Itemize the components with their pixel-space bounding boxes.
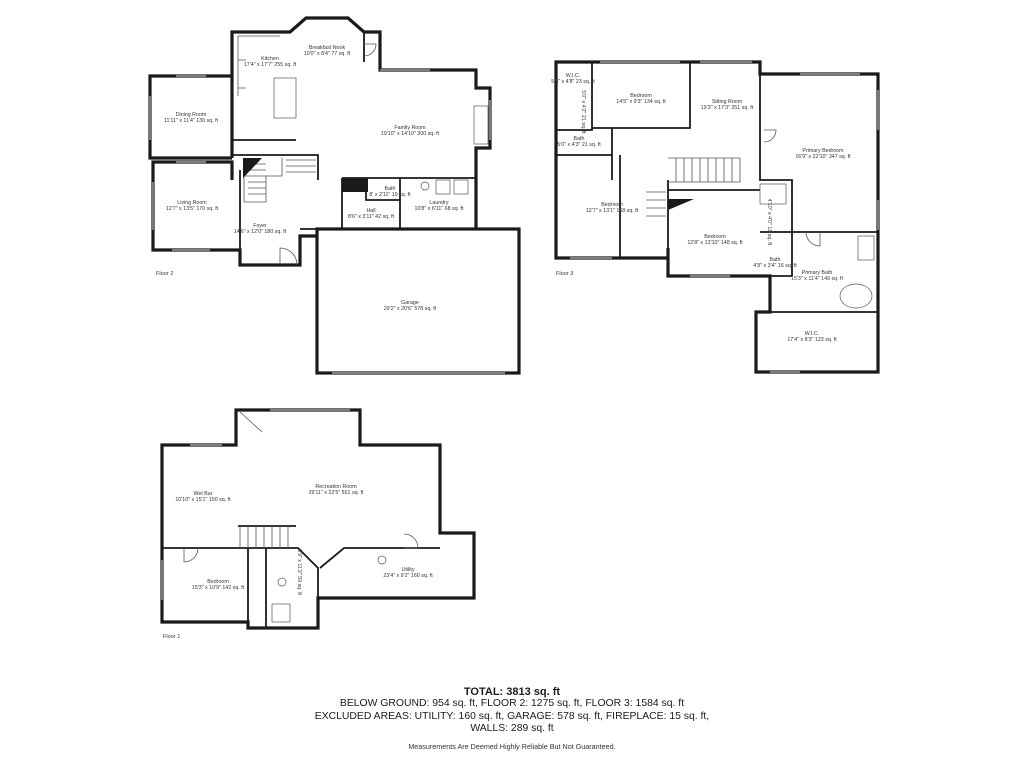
room-dimensions: 12'7" x 13'1" 168 sq. ft (586, 208, 639, 214)
room-name: Family Room (394, 125, 426, 131)
floor-2-label: Floor 2 (156, 271, 173, 277)
room-name: Bath (574, 136, 585, 142)
vertical-room-label: 5'0" x 4'2" 21 sq. ft (580, 90, 586, 134)
floor-1-windows (161, 409, 350, 600)
washer (435, 179, 451, 195)
room-name: Wet Bar (193, 491, 212, 497)
excluded-areas: EXCLUDED AREAS: UTILITY: 160 sq. ft, GAR… (314, 710, 710, 722)
room-name: Foyer (253, 223, 267, 229)
floor-2-interior-walls (232, 32, 476, 250)
room-dimensions: 17'4" x 8'3" 123 sq. ft (787, 337, 837, 343)
stair-landing (243, 158, 262, 178)
room-name: Bedroom (630, 93, 652, 99)
vertical-room-label: 4'10" x 4'0" 18 sq. ft (766, 199, 772, 246)
room-dimensions: 15'3" x 10'9" 142 sq. ft (192, 585, 245, 591)
room-name: Living Room (177, 200, 207, 206)
room-name: Hall (366, 208, 375, 214)
room-name: Sitting Room (712, 99, 743, 105)
room-dimensions: 4'9" x 3'4" 16 sq. ft (753, 263, 797, 269)
room-name: Bedroom (207, 579, 229, 585)
room-dimensions: 16'9" x 22'10" 347 sq. ft (795, 154, 851, 160)
room-dimensions: 14'6" x 12'0" 180 sq. ft (234, 229, 287, 235)
floor-2-windows (149, 69, 505, 374)
room-dimensions: 29'11" x 22'5" 551 sq. ft (309, 490, 364, 496)
fireplace (473, 105, 489, 145)
shower (759, 183, 787, 205)
floor-1-stairs (239, 411, 289, 548)
room-dimensions: 11'11" x 11'4" 130 sq. ft (164, 118, 219, 124)
room-name: Breakfast Nook (309, 45, 346, 51)
room-dimensions: 14'5" x 9'3" 134 sq. ft (616, 99, 666, 105)
room-dimensions: 5'0" x 4'3" 21 sq. ft (557, 142, 601, 148)
room-dimensions: 17'4" x 17'7" 255 sq. ft (244, 62, 297, 68)
sink (420, 181, 430, 191)
floor-3-stair-shaft (668, 199, 694, 210)
sink (277, 577, 287, 587)
room-name: Garage (401, 300, 419, 306)
tub (839, 283, 873, 309)
room-dimensions: 23'4" x 9'2" 160 sq. ft (383, 573, 433, 579)
floor-1-label: Floor 1 (163, 634, 180, 640)
room-name: Dining Room (176, 112, 207, 118)
floor-3-label: Floor 3 (556, 271, 573, 277)
room-dimensions: 19'10" x 14'10" 300 sq. ft (381, 131, 440, 137)
room-dimensions: 5'5" x 4'8" 23 sq. ft (551, 79, 595, 85)
room-dimensions: 10'8" x 6'11" 68 sq. ft (415, 206, 465, 212)
room-name: W.I.C. (805, 331, 819, 337)
room-name: Bedroom (704, 234, 726, 240)
room-dimensions: 12'7" x 13'5" 170 sq. ft (166, 206, 219, 212)
walls-area: WALLS: 289 sq. ft (470, 723, 554, 735)
room-dimensions: 12'8" x 13'10" 148 sq. ft (687, 240, 743, 246)
kitchen-island (273, 77, 297, 119)
shower (271, 603, 291, 623)
floor-areas: BELOW GROUND: 954 sq. ft, FLOOR 2: 1275 … (339, 698, 685, 710)
room-dimensions: 8'6" x 3'11" 42 sq. ft (348, 214, 395, 220)
room-name: Laundry (429, 200, 448, 206)
disclaimer: Measurements Are Deemed Highly Reliable … (408, 742, 616, 751)
water-heater (377, 555, 387, 565)
floor-3-interior-walls (556, 62, 878, 313)
room-name: Primary Bath (802, 270, 833, 276)
door-swing (279, 43, 377, 266)
room-name: W.I.C. (566, 73, 580, 79)
area-summary: TOTAL: 3813 sq. ft BELOW GROUND: 954 sq.… (262, 686, 762, 736)
room-name: Recreation Room (315, 484, 357, 490)
vertical-room-label: 6'9" x 11'2" 59 sq. ft (296, 549, 302, 596)
floor-3-windows (570, 61, 879, 373)
kitchen-counter (237, 35, 280, 96)
stair-shaft (342, 178, 368, 192)
room-name: Bedroom (601, 202, 623, 208)
room-name: Primary Bedroom (802, 148, 844, 154)
room-dimensions: 8' x 2'11" 19 sq. ft (369, 192, 411, 198)
room-dimensions: 19'3" x 17'3" 251 sq. ft (701, 105, 754, 111)
floor-1-plan (160, 408, 476, 630)
room-dimensions: 10'10" x 15'1" 150 sq. ft (175, 497, 231, 503)
room-dimensions: 10'0" x 8'4" 77 sq. ft (304, 51, 351, 57)
door-swing (763, 129, 821, 247)
floor-3-stairs (646, 157, 741, 217)
room-name: Kitchen (261, 56, 279, 62)
floor-2-plan (148, 16, 521, 375)
total-area: TOTAL: 3813 sq. ft (463, 686, 561, 698)
shower (857, 235, 875, 261)
room-dimensions: 29'2" x 20'6" 578 sq. ft (384, 306, 437, 312)
dryer (453, 179, 469, 195)
room-dimensions: 15'3" x 11'4" 149 sq. ft (791, 276, 843, 282)
door-swing (183, 533, 419, 563)
room-name: Utility (402, 567, 415, 573)
room-name: Bath (770, 257, 781, 263)
room-name: Bath (385, 186, 396, 192)
floor-3-plan (554, 60, 880, 374)
